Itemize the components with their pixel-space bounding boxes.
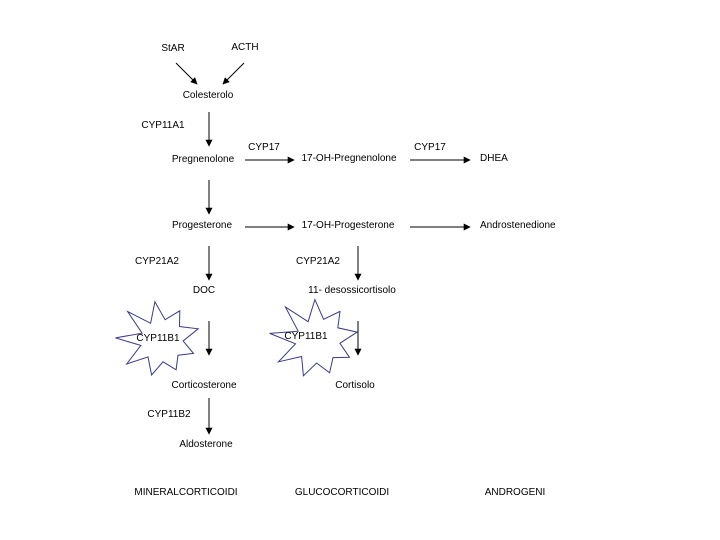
category-glucocorticoidi: GLUCOCORTICOIDI xyxy=(294,487,390,498)
enzyme-cyp11b2: CYP11B2 xyxy=(147,409,191,420)
compound-aldosterone: Aldosterone xyxy=(179,439,233,450)
enzyme-cyp17-second: CYP17 xyxy=(414,142,446,153)
compound-colesterolo: Colesterolo xyxy=(182,90,234,101)
enzyme-cyp17-first: CYP17 xyxy=(248,142,280,153)
starburst-cyp11b1-right xyxy=(269,298,359,377)
star-label: StAR xyxy=(161,43,185,54)
enzyme-cyp11b1-right: CYP11B1 xyxy=(284,331,328,342)
acth-label: ACTH xyxy=(231,42,259,53)
compound-doc: DOC xyxy=(192,285,216,296)
compound-desossicortisolo: 11- desossicortisolo xyxy=(308,285,396,296)
compound-cortisolo: Cortisolo xyxy=(335,380,375,391)
compound-17oh-progesterone: 17-OH-Progesterone xyxy=(301,220,395,231)
category-androgeni: ANDROGENI xyxy=(484,487,546,498)
compound-pregnenolone: Pregnenolone xyxy=(171,154,235,165)
arrow-star-to-colesterolo xyxy=(175,62,198,85)
category-mineralcorticoidi: MINERALCORTICOIDI xyxy=(134,487,238,498)
compound-progesterone: Progesterone xyxy=(171,220,233,231)
enzyme-cyp21a2-left: CYP21A2 xyxy=(135,256,179,267)
starburst-cyp11b1-left xyxy=(115,300,200,377)
enzyme-cyp11a1: CYP11A1 xyxy=(141,120,185,131)
arrow-acth-to-colesterolo xyxy=(222,62,245,85)
compound-17oh-pregnenolone: 17-OH-Pregnenolone xyxy=(301,153,397,164)
enzyme-cyp11b1-left: CYP11B1 xyxy=(136,333,180,344)
compound-dhea: DHEA xyxy=(480,153,508,164)
compound-corticosterone: Corticosterone xyxy=(171,380,237,391)
compound-androstenedione: Androstenedione xyxy=(480,220,556,231)
enzyme-cyp21a2-right: CYP21A2 xyxy=(296,256,340,267)
